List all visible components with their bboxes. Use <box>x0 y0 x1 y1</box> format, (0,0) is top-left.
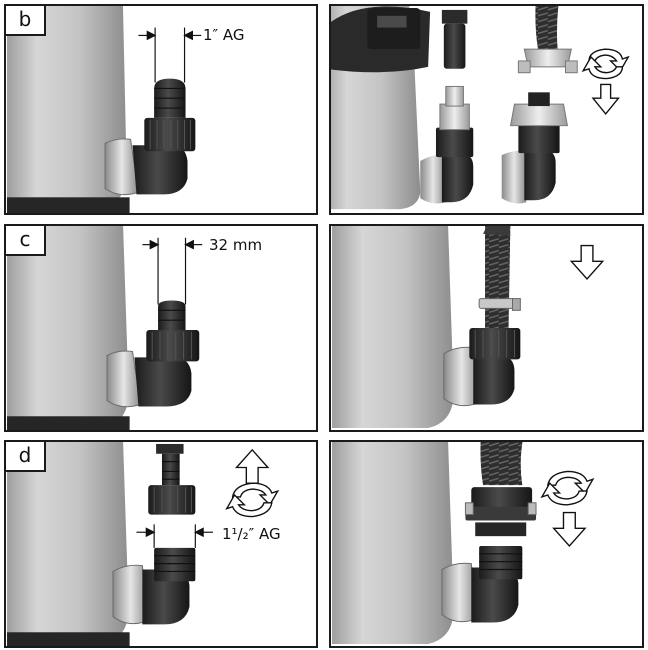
rotate-arrow-icon <box>225 482 280 518</box>
up-arrow-icon <box>234 448 270 484</box>
dimension-lines-d <box>136 524 213 548</box>
dimension-lines-c <box>142 237 203 305</box>
dimension-label-d: 1¹/₂″ AG <box>222 525 281 543</box>
panel-b-right <box>329 4 644 215</box>
step-label-c: c <box>6 226 46 256</box>
rotate-arrow-icon <box>581 48 630 80</box>
down-arrow-icon <box>591 83 620 116</box>
pump-illustration-c <box>7 226 203 430</box>
panel-c-right <box>329 224 644 432</box>
pump-illustration-b <box>6 6 202 213</box>
hose-illustration <box>332 226 605 429</box>
dimension-lines-b <box>138 27 202 83</box>
down-arrow-icon <box>552 511 587 547</box>
pump-illustration-d <box>7 442 280 646</box>
dimension-label-c: 32 mm <box>209 236 263 254</box>
union-coupling-illustration <box>332 442 595 645</box>
panel-c-left: c 32 mm <box>4 224 318 432</box>
rotate-arrow-icon <box>540 470 595 506</box>
coupling-illustration <box>331 6 630 210</box>
panel-d-right <box>329 440 644 648</box>
step-label-b: b <box>6 6 46 36</box>
panel-b-left: b 1″ AG <box>4 4 318 215</box>
dimension-label-b: 1″ AG <box>203 26 245 44</box>
down-arrow-icon <box>569 244 605 280</box>
step-label-d: d <box>6 442 46 472</box>
panel-d-left: d 1¹/₂″ AG <box>4 440 318 648</box>
